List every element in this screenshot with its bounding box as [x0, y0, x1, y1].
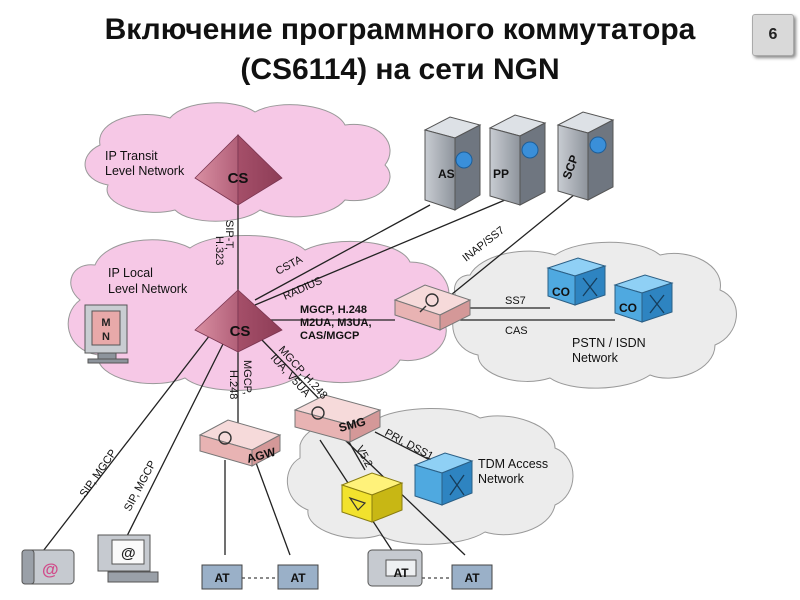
h323-label: H.323 [213, 236, 225, 265]
svg-text:@: @ [121, 545, 136, 562]
mn-terminal: M N [84, 304, 129, 364]
title-line-1: Включение программного коммутатора [104, 13, 696, 46]
cs-main-pyramid: CS [194, 289, 283, 353]
ip-local-label-2: Level Network [108, 282, 188, 296]
tdm-label-2: Network [478, 472, 525, 486]
at-terminal-2: AT [277, 564, 319, 590]
at2-label: AT [290, 571, 306, 585]
mn-label-n: N [102, 331, 110, 343]
at-terminal-1: AT [201, 564, 243, 590]
smg-gateway: SMG [293, 394, 382, 443]
ip-transit-label-2: Level Network [105, 164, 185, 178]
ss7-label: SS7 [505, 295, 526, 307]
at3-label: AT [393, 566, 409, 580]
v52-access-node [340, 472, 404, 523]
ip-local-label-1: IP Local [108, 266, 153, 280]
signaling-gateway-router [393, 284, 472, 331]
cs-main-label: CS [230, 323, 251, 340]
scp-server: SCP [556, 111, 615, 201]
tdm-label-1: TDM Access [478, 457, 548, 471]
page-number-badge: 6 [752, 14, 794, 56]
ip-transit-label-1: IP Transit [105, 149, 158, 163]
pstn-label-2: Network [572, 351, 619, 365]
agw-gateway: AGW [198, 419, 282, 467]
cas-label: CAS [505, 325, 528, 337]
pstn-label-1: PSTN / ISDN [572, 336, 646, 350]
pp-label: PP [493, 167, 509, 181]
ctrl-label-2: M2UA, M3UA, [300, 317, 372, 329]
tdm-access-node [413, 452, 474, 506]
co-switch-1: CO [546, 257, 607, 306]
ctrl-label-3: CAS/MGCP [300, 330, 359, 342]
h248-agw-label: H.248 [227, 370, 239, 399]
ip-phone: @ [21, 549, 75, 585]
smg-label: SMG [337, 414, 367, 435]
title-line-2: (CS6114) на сети NGN [240, 53, 560, 86]
at-terminal-4: AT [451, 564, 493, 590]
ip-terminal: @ [97, 534, 159, 583]
pp-server: PP [488, 114, 547, 206]
sip-mgcp-label-2: SIP, MGCP [122, 459, 159, 514]
as-server: AS [423, 116, 482, 211]
slide-title: Включение программного коммутатора (CS61… [0, 10, 800, 90]
co1-label: CO [552, 285, 570, 299]
ctrl-label-1: MGCP, H.248 [300, 304, 367, 316]
cs-top-label: CS [228, 170, 249, 187]
as-label: AS [438, 167, 455, 181]
sip-mgcp-label-1: SIP, MGCP [78, 447, 120, 499]
at1-label: AT [214, 571, 230, 585]
at4-label: AT [464, 571, 480, 585]
sip-t-label: SIP-T, [223, 220, 235, 250]
mn-label-m: M [101, 317, 110, 329]
pstn-cloud [452, 241, 737, 389]
co2-label: CO [619, 301, 637, 315]
svg-text:@: @ [42, 560, 59, 579]
mgcp-agw-label: MGCP, [241, 360, 253, 395]
links [39, 189, 615, 556]
co-switch-2: CO [613, 274, 674, 323]
at-terminal-3: AT [367, 549, 423, 587]
cs-top-pyramid: CS [194, 134, 283, 206]
